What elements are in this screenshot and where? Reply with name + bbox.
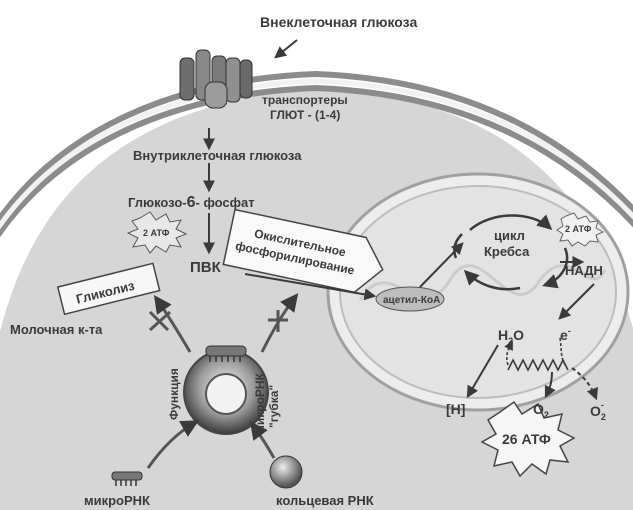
label-circular-rna: кольцевая РНК (276, 493, 374, 508)
arrow-glucose-in (276, 40, 297, 57)
label-atp-krebs: 2 АТФ (565, 224, 592, 234)
label-acetyl-coa: ацетил-КоА (383, 295, 440, 306)
label-nadh: НАДН (565, 263, 603, 278)
label-atp-26: 26 АТФ (502, 431, 551, 447)
label-lactic-acid: Молочная к-та (10, 322, 103, 337)
label-transporters: транспортеры (262, 93, 348, 107)
label-krebs-2: Кребса (484, 244, 530, 259)
label-sponge-1: микроРНК (253, 372, 267, 434)
label-atp-glycolysis: 2 АТФ (143, 228, 170, 238)
label-sponge-2: "губка" (267, 385, 281, 428)
label-h-bracket: [H] (446, 401, 465, 417)
label-intracellular-glucose: Внутриклеточная глюкоза (133, 148, 302, 163)
label-extracellular-glucose: Внеклеточная глюкоза (260, 14, 417, 30)
label-function: Функция (167, 368, 181, 420)
label-mirna-bottom: микроРНК (84, 493, 150, 508)
circular-rna-ball-icon (270, 456, 302, 488)
label-glucose-6-phosphate: Глюкозо-6- фосфат (128, 194, 255, 211)
mitochondrion (328, 174, 628, 410)
label-glut: ГЛЮТ - (1-4) (270, 108, 340, 122)
label-krebs-1: цикл (494, 228, 525, 243)
label-pvk: ПВК (190, 259, 222, 276)
